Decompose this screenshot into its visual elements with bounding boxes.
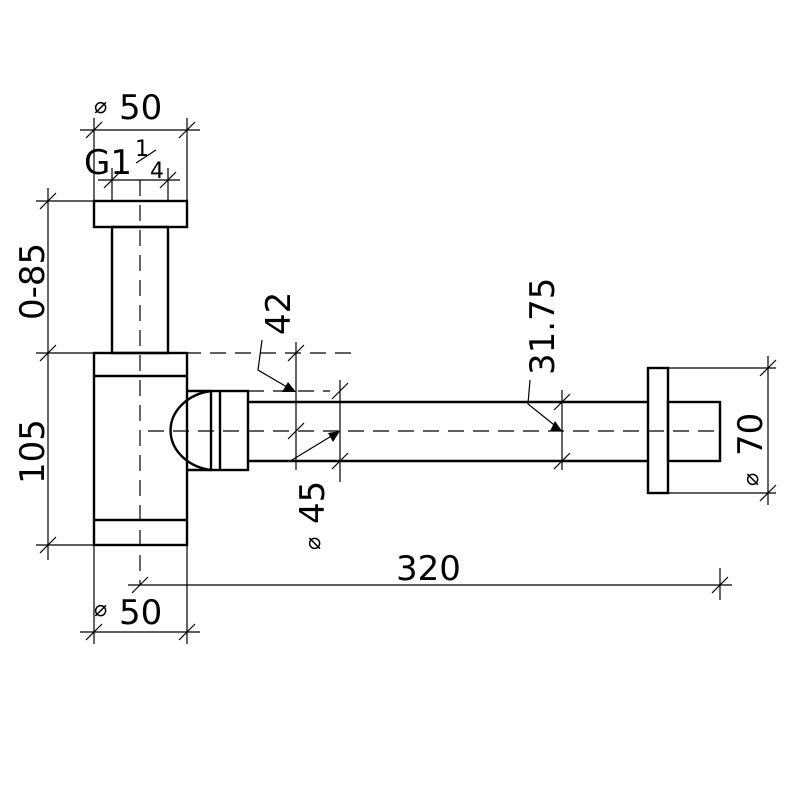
length-320-label: 320 — [396, 549, 461, 589]
thread-fraction-denominator: 4 — [150, 159, 164, 184]
diameter-symbol: ⌀ — [94, 94, 107, 119]
height-range-label: 0-85 — [13, 243, 53, 320]
pipe-3175-label: 31.75 — [523, 278, 563, 375]
height-body-label: 105 — [13, 419, 53, 484]
wall-pipe-stub — [666, 400, 722, 463]
dimension-top-diameter: ⌀ 50 — [80, 88, 200, 200]
center-lines — [139, 180, 720, 585]
dimension-vertical-left: 0-85 105 — [13, 188, 94, 560]
rosette-diameter-symbol: ⌀ — [739, 473, 764, 486]
outlet-45-label: 45 — [293, 481, 333, 524]
thread-label: G1 — [84, 143, 132, 183]
thread-fraction-numerator: 1 — [135, 137, 149, 162]
outlet-dome — [169, 389, 212, 472]
dimension-length: 320 — [128, 549, 732, 600]
outlet-45-diameter-symbol: ⌀ — [301, 537, 326, 550]
trap-parts — [92, 199, 722, 547]
dimension-outlet: 42 45 ⌀ — [257, 292, 349, 550]
bottom-diameter-label: 50 — [119, 593, 162, 633]
rosette-70-label: 70 — [731, 413, 771, 456]
dimension-bottom-diameter: ⌀ 50 — [80, 545, 200, 644]
outlet-42-label: 42 — [259, 292, 299, 335]
bottom-diameter-symbol: ⌀ — [94, 597, 107, 622]
top-diameter-label: 50 — [119, 88, 162, 128]
dimension-rosette: 70 ⌀ — [668, 356, 777, 505]
dimension-thread: G1 1 4 — [84, 137, 180, 200]
dimension-pipe: 31.75 — [523, 278, 571, 470]
